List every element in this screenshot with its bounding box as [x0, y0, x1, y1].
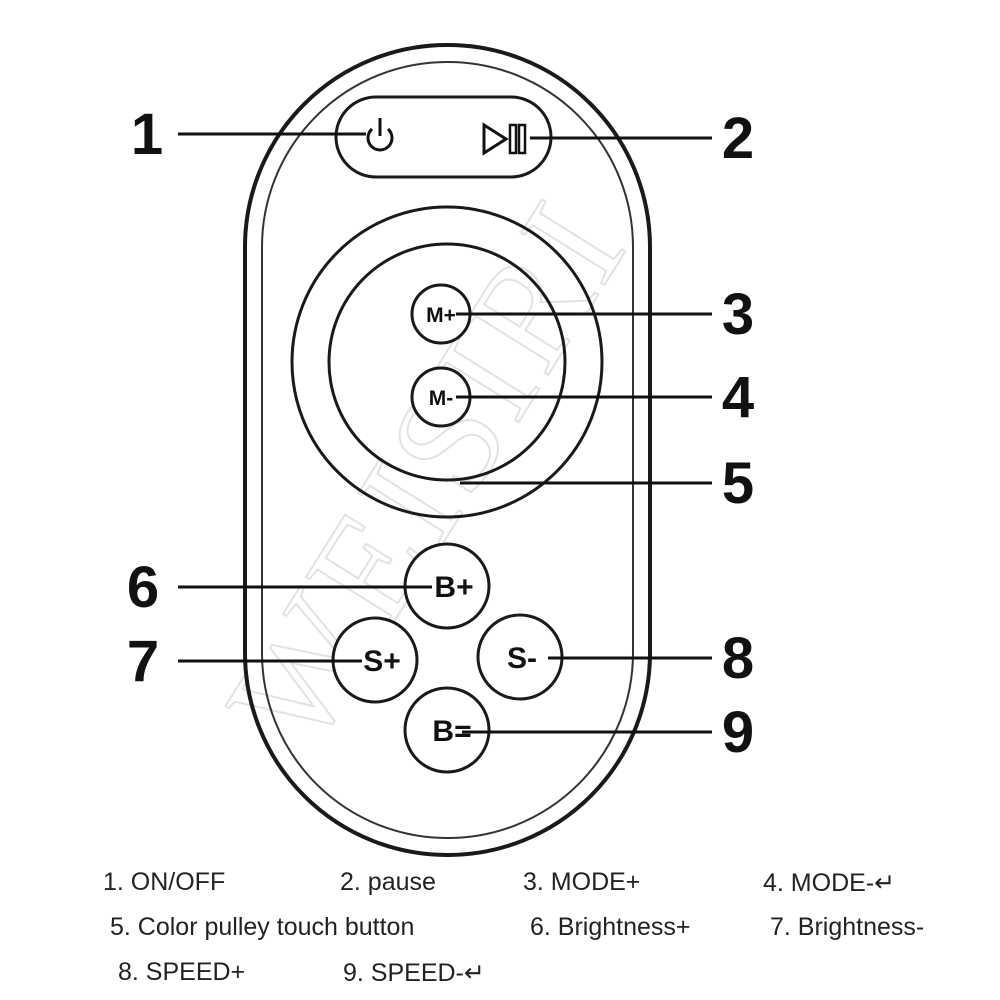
brightness-plus-label: B+ [434, 571, 473, 604]
callout-4: 4 [722, 365, 754, 430]
remote-body-inner [261, 61, 634, 839]
legend-item-9: 9. SPEED-↵ [343, 959, 485, 987]
power-icon[interactable] [366, 118, 394, 152]
callout-2: 2 [722, 106, 754, 171]
play-pause-icon[interactable] [482, 122, 527, 156]
brightness-minus-button[interactable]: B= [403, 686, 491, 774]
mode-minus-label: M- [429, 387, 454, 410]
callout-6: 6 [127, 555, 159, 620]
color-wheel-outer[interactable] [290, 205, 604, 519]
callout-8: 8 [722, 626, 754, 691]
remote-body [243, 43, 652, 857]
speed-plus-label: S+ [363, 645, 401, 678]
legend-item-3: 3. MODE+ [523, 868, 641, 896]
speed-minus-label: S- [507, 642, 537, 675]
speed-minus-button[interactable]: S- [476, 613, 564, 701]
legend-item-7: 7. Brightness- [770, 913, 925, 941]
legend-item-8: 8. SPEED+ [118, 958, 246, 986]
leader-lines [178, 132, 712, 734]
speed-plus-button[interactable]: S+ [331, 616, 419, 704]
legend-item-5: 5. Color pulley touch button [110, 913, 415, 941]
legend-item-4: 4. MODE-↵ [763, 869, 896, 897]
callout-5: 5 [722, 451, 754, 516]
legend-item-6: 6. Brightness+ [530, 913, 691, 941]
callout-9: 9 [722, 700, 754, 765]
callout-7: 7 [127, 629, 159, 694]
color-wheel-inner [327, 242, 567, 482]
callout-1: 1 [131, 102, 163, 167]
mode-plus-label: M+ [426, 304, 456, 327]
legend-item-1: 1. ON/OFF [103, 868, 226, 896]
legend-item-2: 2. pause [340, 868, 436, 896]
callout-3: 3 [722, 282, 754, 347]
